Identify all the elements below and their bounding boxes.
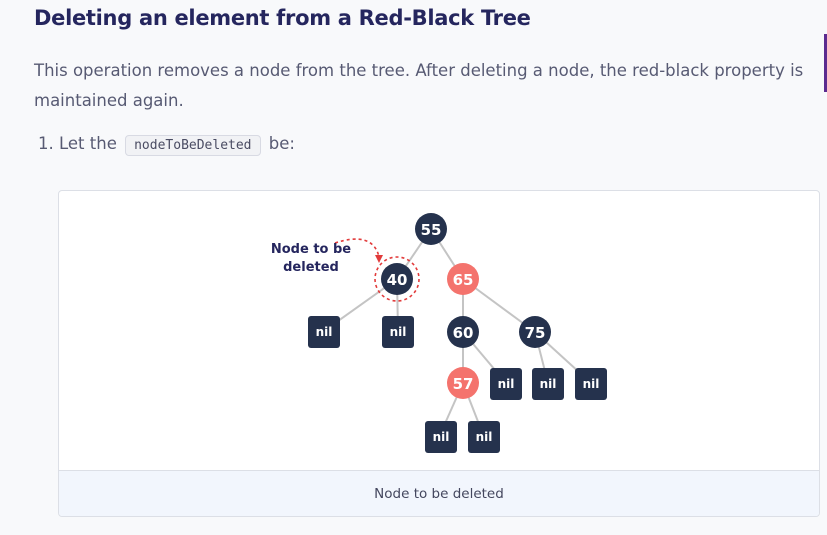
node-65-label: 65	[453, 271, 474, 289]
node-65: 65	[447, 263, 479, 295]
node-40-label: 40	[387, 271, 408, 289]
figure-caption-text: Node to be deleted	[374, 485, 504, 502]
tree-diagram: Node to be deleted 55 40 65 60 75	[271, 213, 607, 453]
node-55-label: 55	[421, 221, 442, 239]
nil-label: nil	[316, 325, 333, 339]
node-57: 57	[447, 367, 479, 399]
nil-label: nil	[540, 377, 557, 391]
annotation-line-1: Node to be	[271, 242, 351, 257]
node-75-label: 75	[525, 324, 546, 342]
page-heading: Deleting an element from a Red-Black Tre…	[34, 6, 531, 30]
node-55: 55	[415, 213, 447, 245]
step-suffix: be:	[268, 134, 295, 153]
nil-label: nil	[476, 430, 493, 444]
annotation-arrowhead	[375, 255, 383, 263]
nil-label: nil	[433, 430, 450, 444]
node-57-label: 57	[453, 375, 474, 393]
step-item: 1. Let the nodeToBeDeleted be:	[38, 130, 295, 160]
intro-paragraph: This operation removes a node from the t…	[34, 61, 804, 110]
nil-leaf: nil	[382, 316, 414, 348]
inline-code: nodeToBeDeleted	[125, 135, 261, 156]
nil-label: nil	[498, 377, 515, 391]
annotation-arrow	[334, 238, 380, 258]
deletion-marker-ring	[374, 256, 420, 302]
step-number: 1.	[38, 134, 54, 153]
node-40: 40	[374, 256, 420, 302]
node-60-label: 60	[453, 324, 474, 342]
nil-leaf: nil	[575, 368, 607, 400]
nil-leaf: nil	[425, 421, 457, 453]
annotation-line-2: deleted	[283, 260, 339, 275]
node-75: 75	[519, 316, 551, 348]
nil-leaf: nil	[532, 368, 564, 400]
nil-label: nil	[583, 377, 600, 391]
scroll-marker	[824, 34, 827, 92]
nil-leaf: nil	[490, 368, 522, 400]
nil-leaf: nil	[468, 421, 500, 453]
nil-label: nil	[390, 325, 407, 339]
tree-figure: Node to be deleted 55 40 65 60 75	[58, 190, 820, 517]
node-60: 60	[447, 316, 479, 348]
nil-leaf: nil	[308, 316, 340, 348]
step-prefix: Let the	[59, 134, 117, 153]
figure-caption: Node to be deleted	[59, 470, 819, 516]
